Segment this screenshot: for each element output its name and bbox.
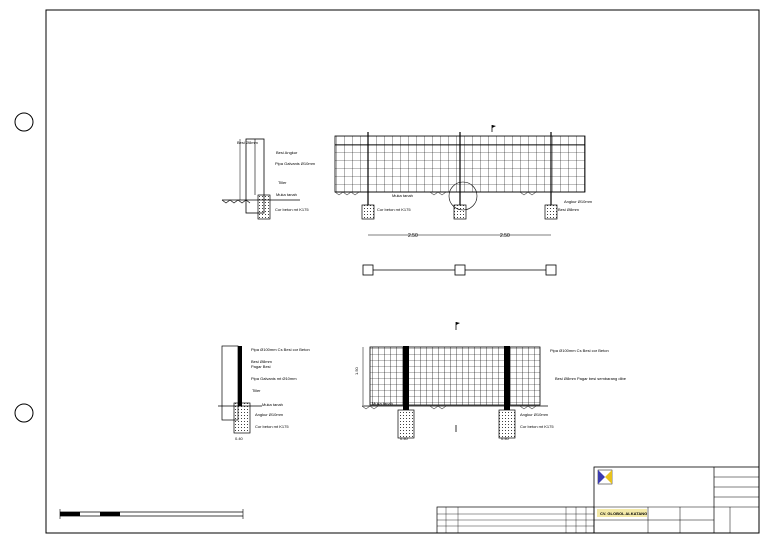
bottom-section-footing-dim: 0.40 [235,436,244,441]
company-logo [597,469,613,485]
top-section-label-top: Besi Ø8mm [237,140,259,145]
top-elevation-label-ground: Muka tanah [392,193,413,198]
top-elevation-label-pipe: Besi Ø8mm [558,207,580,212]
bottom-section-label-plate: Pipa Galvanis mt Ø10mm [251,376,297,381]
bottom-section-label-footing: Cor beton mt K175 [255,424,289,429]
top-section-label-ground: Muka tanah [276,192,297,197]
top-elevation-drawing: 2.50 2.50 Muka tanah Cor beton mt K175 A… [334,125,593,239]
top-section-label-footing: Cor beton mt K175 [275,207,309,212]
top-section-label-fill: Tiller [278,180,287,185]
top-section-label-bar: Besi Angkur [276,150,298,155]
binder-hole-bottom [14,403,34,423]
top-section-detail: Besi Ø8mm Besi Angkur Pipa Galvanis Ø10m… [221,138,316,220]
company-name: CV. GLOBOL ALKATANG [600,511,647,516]
bottom-elevation-label-footing: Cor beton mt K175 [520,424,554,429]
top-elevation-label-footing: Cor beton mt K175 [377,207,411,212]
bottom-section-label-ground: Muka tanah [262,402,283,407]
title-block: CV. GLOBOL ALKATANG [436,466,760,534]
bottom-section-detail: Pipa Ø100mm Cs Besi cor Beton Besi Ø8mm … [218,345,310,441]
bottom-elevation-height: 1.50 [354,366,359,375]
binder-hole-top [14,112,34,132]
bottom-section-label-bar1: Besi Ø8mm [251,359,273,364]
bottom-elevation-label-mid: Besi Ø8mm Pagar besi sembarang dibe [555,376,627,381]
top-section-label-mid: Pipa Galvanis Ø10mm [275,161,316,166]
plan-view [362,264,557,276]
bottom-section-label-top: Pipa Ø100mm Cs Besi cor Beton [251,347,310,352]
bottom-section-label-bar2: Pagar Besi [251,364,271,369]
bottom-elevation-label-top: Pipa Ø100mm Cs Besi cor Beton [550,348,609,353]
bottom-elevation-label-anchor: Angkur Ø10mm [520,412,549,417]
bottom-section-label-anchor: Angkur Ø10mm [255,412,284,417]
top-elevation-dim-1: 2.50 [408,233,418,239]
scale-bar [59,509,244,519]
bottom-elevation-drawing: 1.50 Pipa Ø100mm Cs Besi cor Beton Besi … [354,322,627,441]
sheet-border [45,9,760,534]
top-elevation-dim-2: 2.50 [500,233,510,239]
bottom-elevation-label-ground: Muka tanah [372,401,393,406]
bottom-elevation-foot-dim-1: 0.40 [400,436,409,441]
bottom-elevation-foot-dim-2: 0.40 [501,436,510,441]
top-elevation-label-anchor: Angkur Ø10mm [564,199,593,204]
bottom-section-label-fill: Tiller [252,388,261,393]
